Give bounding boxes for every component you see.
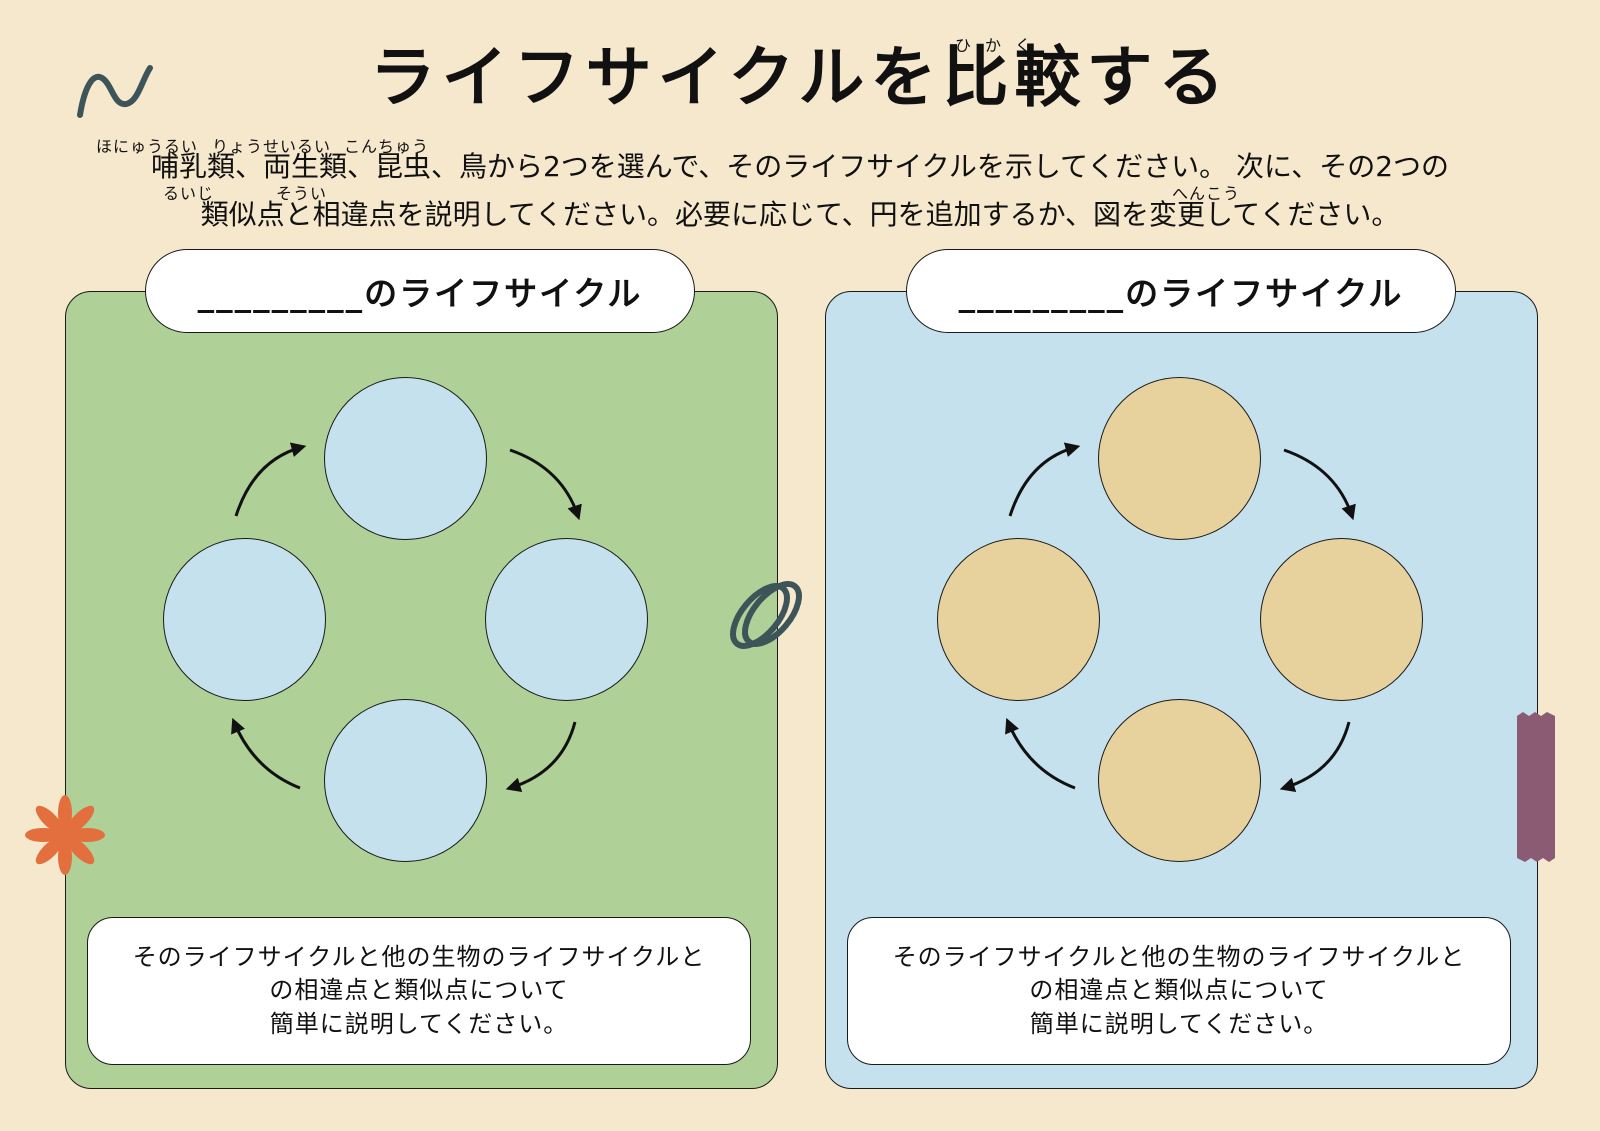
left-arrow-left-up	[231, 717, 301, 790]
right-arrow-left-up	[1005, 717, 1076, 790]
squiggle-decoration	[77, 65, 153, 118]
right-cycle-circle-right[interactable]	[1260, 538, 1423, 701]
right-cycle-arrows	[1005, 442, 1356, 793]
left-cycle-circle-left[interactable]	[163, 538, 326, 701]
left-arrow-down-left	[505, 721, 577, 793]
left-description-line-2: の相違点と類似点について	[269, 976, 569, 1005]
right-panel-header[interactable]: _________のライフサイクル	[906, 249, 1456, 333]
ruby-mammal: ほにゅうるい	[96, 137, 199, 156]
right-arrow-up-right	[1008, 442, 1081, 517]
right-description-line-1: そのライフサイクルと他の生物のライフサイクルと	[892, 942, 1466, 971]
left-cycle-circle-top[interactable]	[324, 377, 487, 540]
instructions-line-2: 類似点と相違点を説明してください。必要に応じて、円を追加するか、図を変更してくだ…	[200, 198, 1400, 231]
right-description-line-2: の相違点と類似点について	[1029, 976, 1329, 1005]
right-arrow-down-left	[1279, 721, 1351, 793]
left-panel-header[interactable]: _________のライフサイクル	[145, 249, 695, 333]
left-arrow-up-right	[234, 442, 307, 517]
starburst-decoration	[25, 795, 105, 875]
ruby-amphibian: りょうせいるい	[212, 137, 332, 156]
title-ruby: ひかく	[955, 36, 1046, 55]
ring-clip-decoration	[730, 581, 802, 649]
left-cycle-circle-right[interactable]	[485, 538, 648, 701]
page-title: ライフサイクルを比較する	[369, 39, 1231, 116]
left-cycle-arrows	[231, 442, 582, 793]
left-description-line-3: 簡単に説明してください。	[269, 1009, 569, 1038]
left-arrow-right-down	[509, 448, 582, 521]
left-cycle-circle-bottom[interactable]	[324, 699, 487, 862]
ruby-similar: るいじ	[163, 184, 215, 203]
right-description-box[interactable]: そのライフサイクルと他の生物のライフサイクルと の相違点と類似点について 簡単に…	[847, 917, 1511, 1065]
right-arrow-right-down	[1283, 448, 1356, 521]
ruby-difference: そうい	[276, 184, 328, 203]
ruby-change: へんこう	[1172, 184, 1241, 203]
ruby-insect: こんちゅう	[344, 137, 430, 156]
instructions-line-1: 哺乳類、両生類、昆虫、鳥から2つを選んで、そのライフサイクルを示してください。 …	[150, 150, 1450, 183]
left-description-box[interactable]: そのライフサイクルと他の生物のライフサイクルと の相違点と類似点について 簡単に…	[87, 917, 751, 1065]
right-cycle-circle-left[interactable]	[937, 538, 1100, 701]
tape-decoration	[1517, 712, 1555, 862]
right-cycle-circle-top[interactable]	[1098, 377, 1261, 540]
right-cycle-circle-bottom[interactable]	[1098, 699, 1261, 862]
right-description-line-3: 簡単に説明してください。	[1029, 1009, 1329, 1038]
left-description-line-1: そのライフサイクルと他の生物のライフサイクルと	[132, 942, 706, 971]
